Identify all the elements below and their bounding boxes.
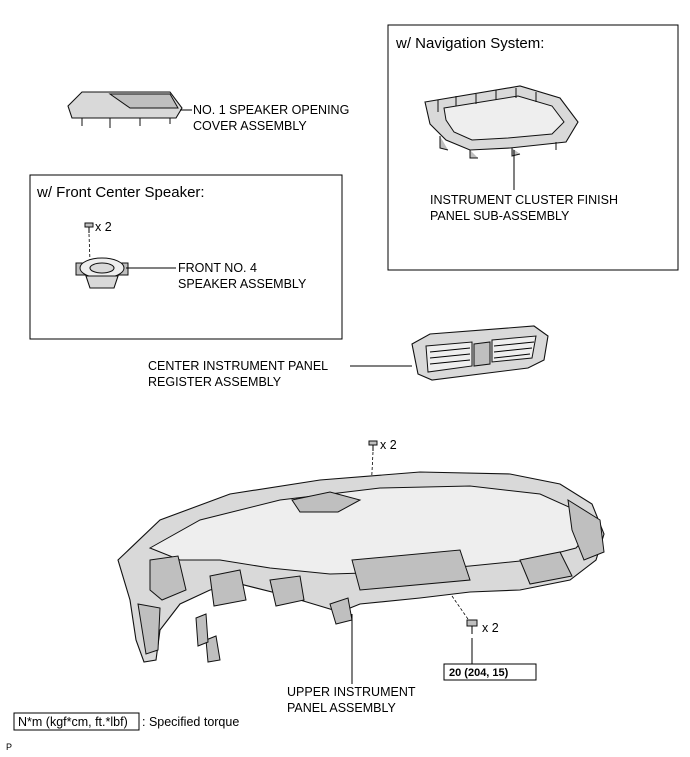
cluster-finish-label-line2: PANEL SUB-ASSEMBLY (430, 209, 570, 223)
panel-top-screw-quantity: x 2 (380, 438, 397, 452)
torque-box (443, 663, 537, 681)
front-center-speaker-box (29, 174, 343, 340)
legend-box-text: N*m (kgf*cm, ft.*lbf) (18, 715, 128, 729)
cluster-finish-label-line1: INSTRUMENT CLUSTER FINISH (430, 193, 618, 207)
front-speaker-label-line1: FRONT NO. 4 (178, 261, 257, 275)
corner-mark: P (6, 742, 12, 752)
register-label-line2: REGISTER ASSEMBLY (148, 375, 282, 389)
panel-bolt-icon (466, 619, 478, 634)
navigation-box-header: w/ Navigation System: (395, 35, 544, 52)
instrument-cluster-finish-panel-part (424, 85, 579, 159)
speaker-cover-label-line1: NO. 1 SPEAKER OPENING (193, 103, 349, 117)
legend-description: : Specified torque (142, 715, 239, 729)
speaker-screw-icon (84, 222, 94, 233)
torque-value: 20 (204, 15) (449, 667, 509, 679)
speaker-opening-cover-part (67, 91, 183, 128)
panel-bolt-quantity: x 2 (482, 621, 499, 635)
legend-torque-box (13, 712, 140, 731)
upper-instrument-panel-part (117, 471, 605, 663)
center-register-part (411, 325, 549, 381)
upper-panel-label-line1: UPPER INSTRUMENT (287, 685, 416, 699)
panel-top-screw-icon (368, 440, 378, 451)
speaker-cover-label-line2: COVER ASSEMBLY (193, 119, 307, 133)
front-center-box-header: w/ Front Center Speaker: (36, 184, 205, 201)
front-speaker-part (75, 257, 129, 289)
speaker-screw-quantity: x 2 (95, 220, 112, 234)
navigation-system-box (387, 24, 679, 271)
upper-panel-label-line2: PANEL ASSEMBLY (287, 701, 397, 715)
register-label-line1: CENTER INSTRUMENT PANEL (148, 359, 328, 373)
front-speaker-label-line2: SPEAKER ASSEMBLY (178, 277, 307, 291)
